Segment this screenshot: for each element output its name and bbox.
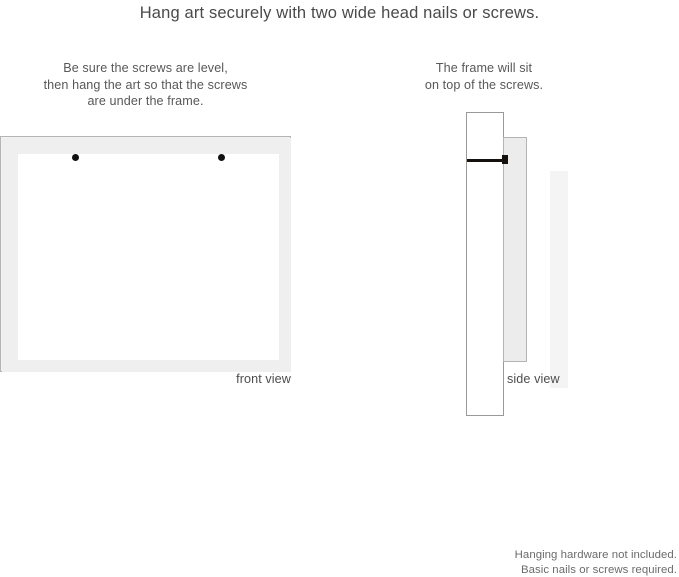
wall-rectangle [466, 112, 504, 416]
front-view-caption-line-1: Be sure the screws are level, [63, 61, 228, 75]
nail-head-icon [502, 155, 508, 164]
footer-note: Hanging hardware not included. Basic nai… [515, 548, 677, 577]
side-view-label: side view [507, 372, 560, 386]
side-view-diagram [460, 108, 580, 423]
front-view-label: front view [236, 372, 291, 386]
picture-frame-mat [2, 138, 291, 372]
screw-head-right-icon [218, 154, 225, 161]
front-view-caption-line-3: are under the frame. [87, 94, 204, 108]
front-view-caption: Be sure the screws are level, then hang … [0, 60, 291, 110]
nail-shaft-icon [467, 159, 507, 162]
side-view-caption: The frame will sit on top of the screws. [394, 60, 574, 93]
frame-profile-inner [550, 171, 568, 388]
picture-frame-artwork-area [18, 154, 279, 360]
page-title: Hang art securely with two wide head nai… [139, 4, 540, 22]
side-view-caption-line-1: The frame will sit [435, 61, 533, 75]
screw-head-left-icon [72, 154, 79, 161]
footer-note-line-1: Hanging hardware not included. [514, 549, 677, 561]
frame-profile-outer [503, 137, 568, 388]
picture-frame-outer-border [0, 136, 291, 372]
front-view-diagram [0, 136, 291, 372]
footer-note-line-2: Basic nails or screws required. [520, 563, 677, 576]
front-view-caption-line-2: then hang the art so that the screws [43, 77, 248, 92]
side-view-caption-line-2: on top of the screws. [424, 77, 544, 92]
